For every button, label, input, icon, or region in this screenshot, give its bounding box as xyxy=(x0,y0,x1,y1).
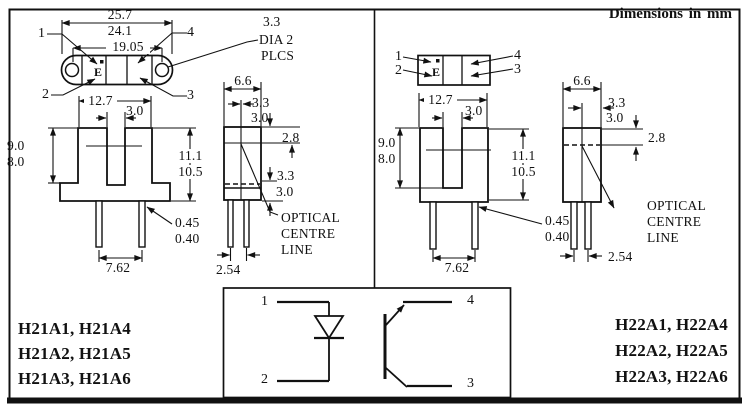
h21-top-pin2-label: 2 xyxy=(42,87,49,102)
h21-hole-note-dia: 3.3 xyxy=(263,14,281,29)
h21-front-dim-slot: 3.0 xyxy=(126,103,144,118)
h21-hole-note-plcs: PLCS xyxy=(261,48,295,63)
h22-part-row-3: H22A3, H22A6 xyxy=(615,367,728,386)
h21-side-dim-base-max: 3.3 xyxy=(277,168,295,183)
h22-side-dim-centre-min: 3.0 xyxy=(606,110,624,125)
h22-side-dim-pitch: 2.54 xyxy=(608,249,633,264)
h21-top-pin3-label: 3 xyxy=(187,88,194,103)
h21-top-pin4-label: 4 xyxy=(187,25,194,40)
h21-side-view xyxy=(223,100,300,248)
schematic-pin2-label: 2 xyxy=(261,372,268,387)
page-border xyxy=(7,8,742,404)
h22-front-dimensions xyxy=(395,93,543,262)
h22-front-dim-height-min: 10.5 xyxy=(507,165,540,179)
h21-front-dim-height-max: 11.1 xyxy=(174,149,207,163)
h21-side-dim-centre-min: 3.0 xyxy=(251,110,269,125)
schematic-pin1-label: 1 xyxy=(261,294,268,309)
h22-front-dim-depth-min: 8.0 xyxy=(378,151,396,166)
h22-ocl-word1: OPTICAL xyxy=(647,198,707,213)
h21-dim-overall-max: 25.7 xyxy=(107,7,133,22)
h21-front-dim-width: 12.7 xyxy=(84,94,117,108)
dimensions-note: Dimensions in mm xyxy=(608,6,732,22)
h21-dim-hole-pitch: 19.05 xyxy=(106,40,150,54)
h21-side-dimensions xyxy=(217,82,300,261)
h21-hole-note-dia2: DIA 2 xyxy=(259,32,294,47)
h21-front-dim-height-min: 10.5 xyxy=(174,165,207,179)
h22-side-dim-optical: 2.8 xyxy=(648,130,666,145)
transistor-collector-arrow xyxy=(385,304,405,326)
h21-side-dim-depth: 6.6 xyxy=(234,73,252,88)
h22-emitter-mark: E xyxy=(432,65,441,79)
h21-ocl-word2: CENTRE xyxy=(281,226,336,241)
h22-side-dim-centre-max: 3.3 xyxy=(608,95,626,110)
h21-side-dim-pitch: 2.54 xyxy=(216,262,241,277)
h22-top-dimensions xyxy=(402,55,514,78)
h21-front-dim-depth-max: 9.0 xyxy=(7,138,25,153)
schematic-pin4-label: 4 xyxy=(467,293,474,308)
h22-front-dim-slot: 3.0 xyxy=(465,103,483,118)
h22-top-pin3-label: 3 xyxy=(514,62,521,77)
h22-front-view xyxy=(419,127,491,250)
h21-side-dim-base-min: 3.0 xyxy=(276,184,294,199)
h21-ocl-word1: OPTICAL xyxy=(281,210,341,225)
h22-front-dim-depth-max: 9.0 xyxy=(378,135,396,150)
h21-front-dim-lead-min: 0.40 xyxy=(175,231,200,246)
led-anode-triangle xyxy=(313,315,345,340)
h22-side-dimensions xyxy=(560,82,643,262)
h22-front-dim-lead-min: 0.40 xyxy=(545,229,570,244)
h22-front-dim-pitch: 7.62 xyxy=(440,261,474,275)
h21-part-row-2: H21A2, H21A5 xyxy=(18,344,131,363)
h22-top-view xyxy=(417,54,491,86)
h21-top-pin1-label: 1 xyxy=(38,26,45,41)
h22-top-pin2-label: 2 xyxy=(395,63,402,78)
h21-part-row-1: H21A1, H21A4 xyxy=(18,319,131,338)
h21-ocl-word3: LINE xyxy=(281,242,313,257)
h22-side-view xyxy=(562,103,643,250)
h21-front-dim-lead-max: 0.45 xyxy=(175,215,200,230)
h22-side-dim-depth: 6.6 xyxy=(573,73,591,88)
h22-top-pin4-label: 4 xyxy=(514,48,521,63)
h21-part-row-3: H21A3, H21A6 xyxy=(18,369,131,388)
h22-optical-centre-line-label: OPTICAL CENTRE LINE xyxy=(647,198,706,246)
h21-optical-centre-line-label: OPTICAL CENTRE LINE xyxy=(281,210,340,258)
h22-ocl-word2: CENTRE xyxy=(647,214,702,229)
h21-top-view xyxy=(60,54,174,86)
h21-front-dim-depth-min: 8.0 xyxy=(7,154,25,169)
h22-part-row-1: H22A1, H22A4 xyxy=(615,315,728,334)
h22-front-dim-lead-max: 0.45 xyxy=(545,213,570,228)
h22-ocl-word3: LINE xyxy=(647,230,679,245)
schematic-symbols xyxy=(277,300,452,388)
h22-front-dim-height-max: 11.1 xyxy=(507,149,540,163)
schematic-pin3-label: 3 xyxy=(467,376,474,391)
h21-side-dim-optical: 2.8 xyxy=(282,130,300,145)
h21-side-dim-centre-max: 3.3 xyxy=(252,95,270,110)
h22-part-row-2: H22A2, H22A5 xyxy=(615,341,728,360)
h21-front-view xyxy=(59,127,171,248)
h21-emitter-mark: E xyxy=(94,65,103,79)
h22-front-dim-width: 12.7 xyxy=(424,93,457,107)
h22-top-pin1-label: 1 xyxy=(395,49,402,64)
h21-dim-overall-min: 24.1 xyxy=(107,23,133,38)
h21-front-dimensions xyxy=(48,96,196,262)
h21-front-dim-pitch: 7.62 xyxy=(101,261,135,275)
